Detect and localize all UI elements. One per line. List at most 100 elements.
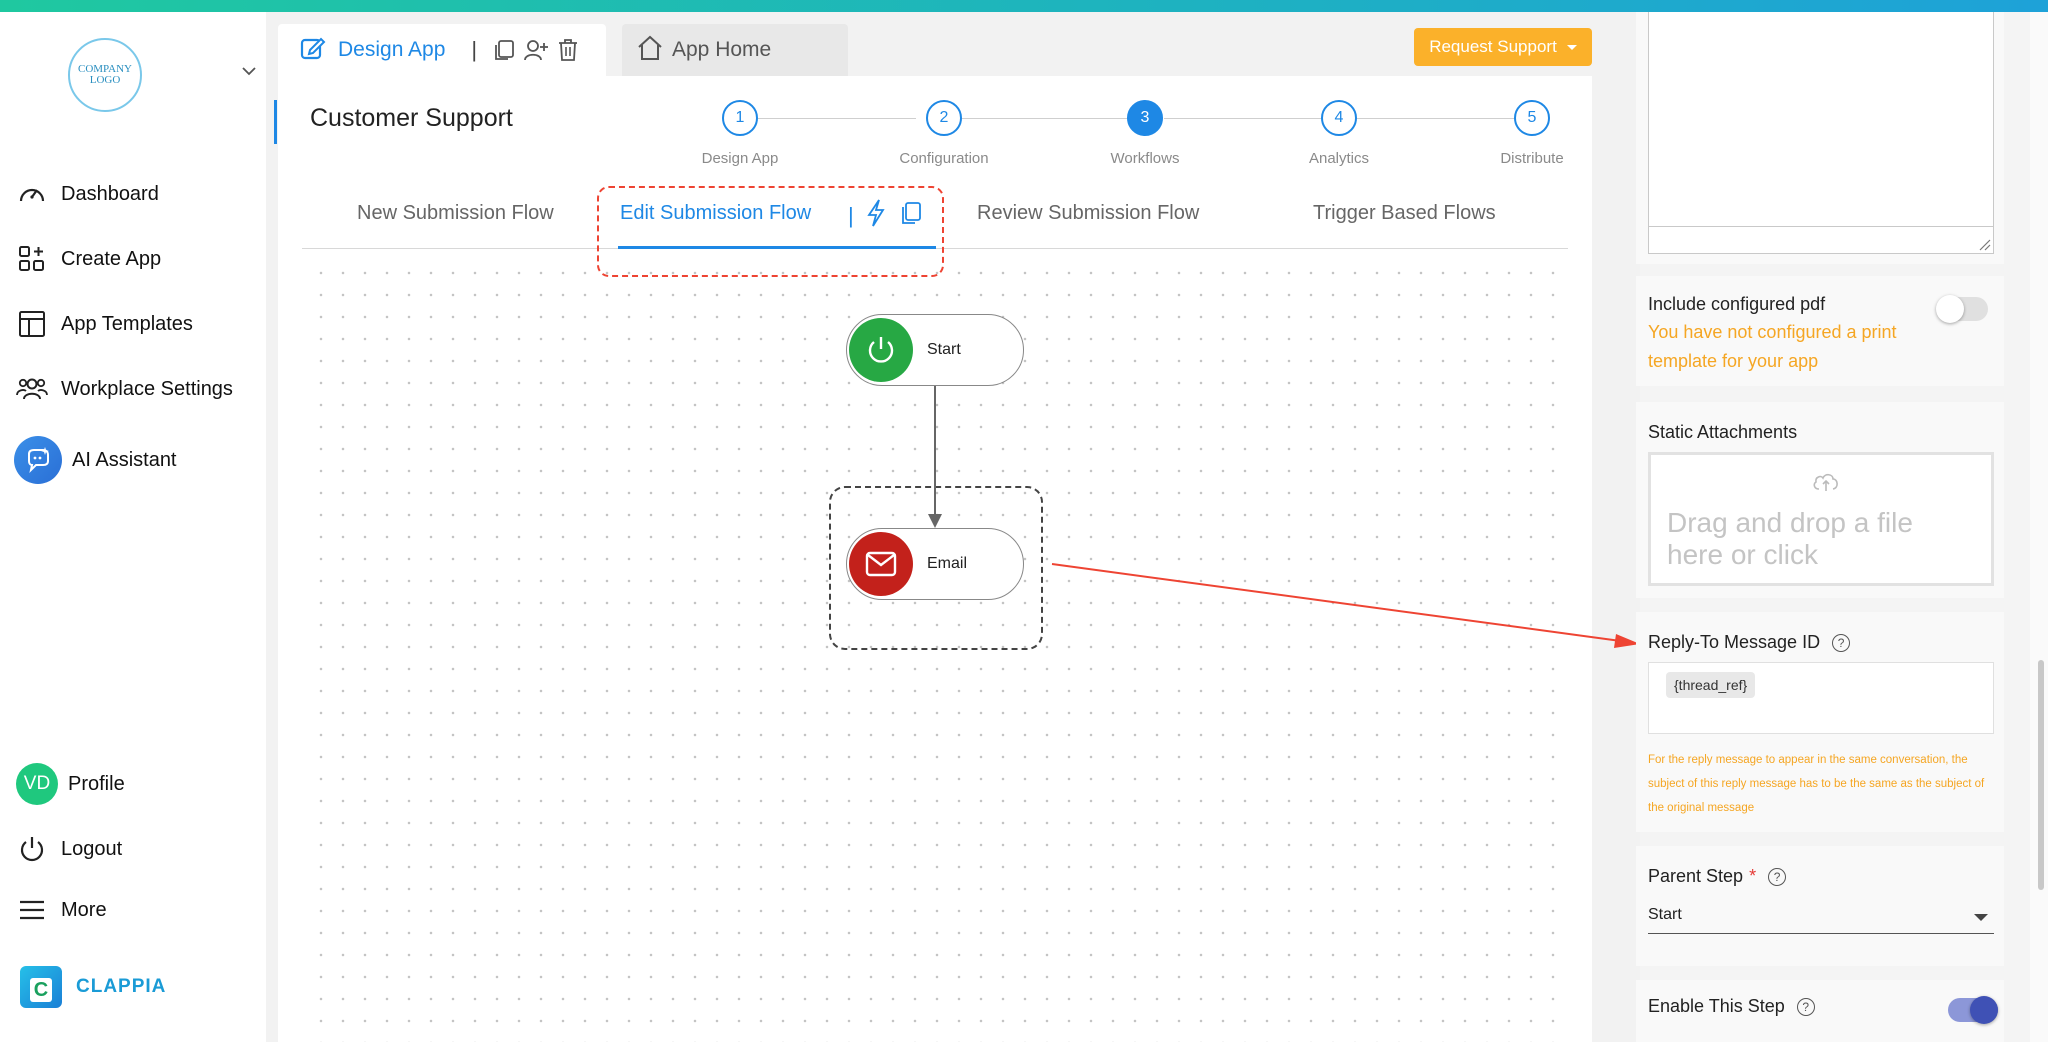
stepper-step-design-app[interactable]: 1 Design App xyxy=(680,100,800,167)
layout-icon xyxy=(16,308,48,340)
toggle-knob xyxy=(1970,996,1998,1024)
edit-flow-actions: | xyxy=(848,198,922,233)
copy-icon[interactable] xyxy=(491,37,517,63)
file-dropzone[interactable]: Drag and drop a file here or click xyxy=(1648,452,1994,586)
tab-trigger-based-flows[interactable]: Trigger Based Flows xyxy=(1313,202,1496,224)
parent-step-value: Start xyxy=(1648,906,1682,923)
active-tab-indicator xyxy=(618,246,936,249)
enable-step-toggle[interactable] xyxy=(1948,996,1998,1024)
sidebar-item-label: Dashboard xyxy=(61,182,159,205)
stepper-step-workflows[interactable]: 3 Workflows xyxy=(1085,100,1205,167)
enable-step-label-row: Enable This Step? xyxy=(1648,996,1815,1017)
email-node[interactable]: Email xyxy=(846,528,1024,600)
sidebar-item-app-templates[interactable]: App Templates xyxy=(16,306,193,342)
title-accent-bar xyxy=(274,100,277,144)
caret-down-icon xyxy=(1566,44,1577,50)
grid-plus-icon xyxy=(16,243,48,275)
sidebar-item-ai-assistant[interactable]: AI Assistant xyxy=(14,436,177,484)
reply-to-label: Reply-To Message ID xyxy=(1648,632,1821,652)
sidebar-item-more[interactable]: More xyxy=(16,892,107,928)
step-number: 2 xyxy=(926,100,962,136)
add-user-icon[interactable] xyxy=(523,37,549,63)
required-indicator: * xyxy=(1749,866,1757,886)
help-icon[interactable]: ? xyxy=(1796,998,1815,1017)
chevron-down-icon[interactable] xyxy=(240,62,258,80)
request-support-button[interactable]: Request Support xyxy=(1414,28,1592,66)
company-logo-text: COMPANY LOGO xyxy=(77,63,132,86)
users-icon xyxy=(16,373,48,405)
stepper-connector xyxy=(1164,118,1322,119)
stepper-step-distribute[interactable]: 5 Distribute xyxy=(1472,100,1592,167)
help-icon[interactable]: ? xyxy=(1832,634,1851,653)
include-pdf-toggle[interactable] xyxy=(1936,295,1988,323)
gauge-icon xyxy=(16,178,48,210)
parent-step-label-row: Parent Step*? xyxy=(1648,866,1787,887)
include-pdf-label: Include configured pdf xyxy=(1648,294,1826,314)
sidebar-item-label: Create App xyxy=(61,247,162,270)
step-label: Configuration xyxy=(899,150,989,167)
cloud-upload-icon xyxy=(1813,473,1838,491)
step-label: Workflows xyxy=(1110,150,1180,167)
sidebar-item-label: App Templates xyxy=(61,312,193,335)
stepper-step-configuration[interactable]: 2 Configuration xyxy=(884,100,1004,167)
static-attachments-label: Static Attachments xyxy=(1648,422,1798,442)
sidebar: COMPANY LOGO Dashboard Create App App Te… xyxy=(0,12,266,1042)
include-pdf-warning: You have not configured a print template… xyxy=(1648,322,1897,371)
avatar: VD xyxy=(16,763,58,805)
ai-assistant-icon xyxy=(14,436,62,484)
company-logo[interactable]: COMPANY LOGO xyxy=(68,38,142,112)
parent-step-label: Parent Step xyxy=(1648,866,1744,886)
step-number: 4 xyxy=(1321,100,1357,136)
step-number: 3 xyxy=(1127,100,1163,136)
reply-to-note: For the reply message to appear in the s… xyxy=(1648,754,1985,814)
help-icon[interactable]: ? xyxy=(1768,868,1787,887)
sidebar-item-label: Workplace Settings xyxy=(61,377,233,400)
tab-separator: | xyxy=(471,37,478,62)
card-enable-step xyxy=(1636,980,2004,1042)
clappia-logo-letter: C xyxy=(30,978,52,1002)
sidebar-item-workplace-settings[interactable]: Workplace Settings xyxy=(16,371,233,407)
sidebar-item-create-app[interactable]: Create App xyxy=(16,241,161,277)
clappia-brand: C CLAPPIA xyxy=(20,966,166,1008)
toggle-knob xyxy=(1936,295,1964,323)
clappia-logo-icon: C xyxy=(20,966,62,1008)
sidebar-item-label: Logout xyxy=(61,837,123,860)
home-icon xyxy=(636,34,664,67)
step-label: Distribute xyxy=(1500,150,1564,167)
parent-step-select[interactable]: Start xyxy=(1648,900,1994,934)
stepper-step-analytics[interactable]: 4 Analytics xyxy=(1279,100,1399,167)
stepper-connector xyxy=(758,118,916,119)
tab-app-home[interactable]: App Home xyxy=(622,24,848,76)
step-label: Design App xyxy=(701,150,779,167)
sidebar-item-label: AI Assistant xyxy=(72,448,177,471)
sidebar-item-label: Profile xyxy=(68,772,125,795)
stepper-connector xyxy=(1356,118,1526,119)
sidebar-item-profile[interactable]: VD Profile xyxy=(16,762,125,806)
trash-icon[interactable] xyxy=(555,37,581,63)
edit-icon xyxy=(300,35,326,66)
start-node[interactable]: Start xyxy=(846,314,1024,386)
tab-edit-submission-flow[interactable]: Edit Submission Flow xyxy=(620,202,812,224)
sidebar-item-logout[interactable]: Logout xyxy=(16,831,122,867)
stepper-connector xyxy=(962,118,1128,119)
tab-review-submission-flow[interactable]: Review Submission Flow xyxy=(977,202,1200,224)
copy-icon[interactable] xyxy=(900,201,922,230)
mail-icon xyxy=(849,532,913,596)
card-parent-step xyxy=(1636,846,2004,966)
tab-label: Design App xyxy=(338,38,446,61)
sidebar-item-dashboard[interactable]: Dashboard xyxy=(16,176,159,212)
tab-new-submission-flow[interactable]: New Submission Flow xyxy=(357,202,554,224)
textarea-divider xyxy=(1648,226,1994,227)
step-label: Analytics xyxy=(1308,150,1370,167)
scrollbar-thumb[interactable] xyxy=(2038,660,2044,890)
resize-handle-icon[interactable] xyxy=(1978,238,1992,252)
page-title: Customer Support xyxy=(310,104,513,132)
tab-design-app[interactable]: Design App | xyxy=(278,24,606,76)
enable-step-label: Enable This Step xyxy=(1648,996,1785,1016)
sidebar-item-label: More xyxy=(61,898,107,921)
message-textarea[interactable] xyxy=(1648,12,1994,254)
lightning-icon[interactable] xyxy=(866,198,886,233)
node-label: Start xyxy=(927,341,961,358)
menu-icon xyxy=(16,894,48,926)
variable-chip[interactable]: {thread_ref} xyxy=(1666,672,1756,698)
